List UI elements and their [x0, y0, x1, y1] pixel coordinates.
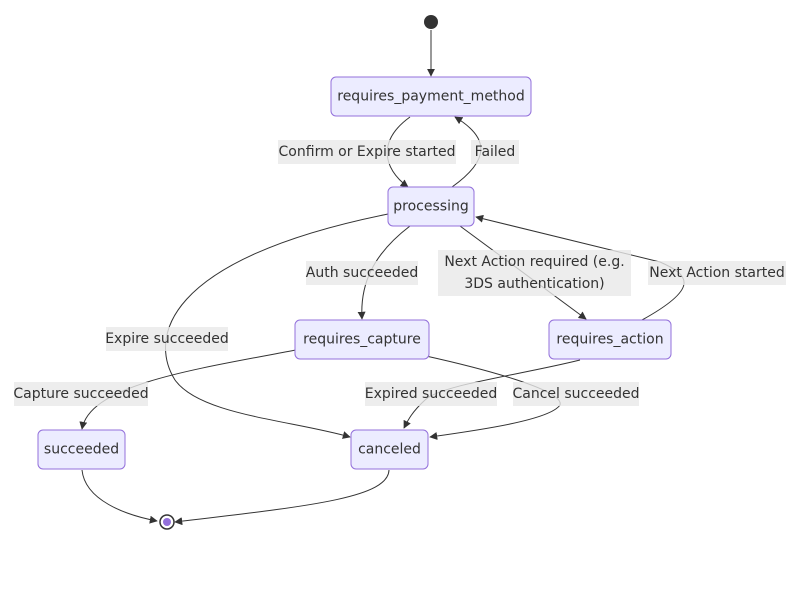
transition-label: Auth succeeded	[306, 265, 418, 281]
transition-label-line1: Next Action required (e.g.	[444, 254, 624, 270]
label-capture-succeeded: Capture succeeded	[13, 382, 149, 406]
label-confirm-or-expire-started: Confirm or Expire started	[278, 140, 456, 164]
state-label: succeeded	[44, 442, 119, 458]
transition-label: Next Action started	[649, 265, 784, 281]
state-succeeded: succeeded	[37, 429, 126, 470]
transition-label-line2: 3DS authentication)	[464, 276, 604, 292]
state-processing: processing	[387, 186, 475, 227]
label-auth-succeeded: Auth succeeded	[306, 261, 418, 285]
label-expired-succeeded: Expired succeeded	[365, 382, 497, 406]
transition-label: Expire succeeded	[105, 331, 229, 347]
state-canceled: canceled	[350, 429, 429, 470]
transition-label: Failed	[475, 144, 516, 160]
start-state-marker	[424, 15, 438, 29]
label-expire-succeeded: Expire succeeded	[105, 327, 229, 351]
state-label: processing	[393, 199, 468, 215]
label-next-action-started: Next Action started	[648, 261, 786, 285]
state-requires-capture: requires_capture	[294, 319, 430, 360]
state-requires-payment-method: requires_payment_method	[330, 76, 532, 117]
transition-label: Expired succeeded	[365, 386, 497, 402]
state-requires-action: requires_action	[548, 319, 672, 360]
state-label: requires_action	[556, 332, 663, 348]
edge-expire-succeeded	[165, 213, 389, 439]
edge-succeeded-to-end	[81, 469, 158, 524]
transition-label: Confirm or Expire started	[279, 144, 456, 160]
edge-capture-succeeded	[79, 349, 297, 430]
state-label: canceled	[358, 442, 421, 458]
edge-canceled-to-end	[174, 469, 390, 526]
label-cancel-succeeded: Cancel succeeded	[512, 382, 640, 406]
label-failed: Failed	[471, 140, 519, 164]
state-label: requires_capture	[303, 332, 421, 348]
end-state-marker	[159, 514, 175, 530]
transition-label: Capture succeeded	[13, 386, 148, 402]
label-next-action-required: Next Action required (e.g. 3DS authentic…	[438, 250, 631, 296]
state-label: requires_payment_method	[337, 89, 525, 105]
transition-label: Cancel succeeded	[512, 386, 639, 402]
